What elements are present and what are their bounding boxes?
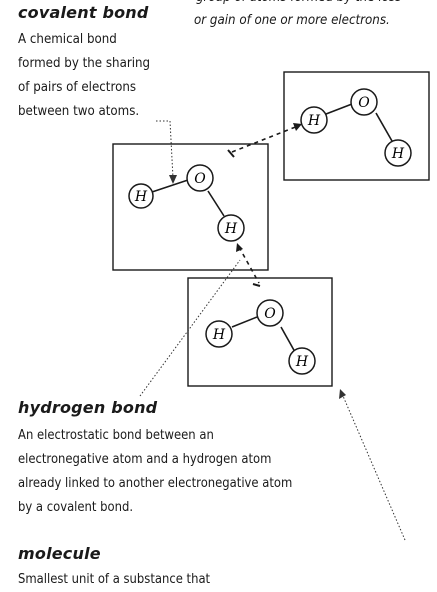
covalent-bond-definition-line-1: A chemical bond <box>18 32 117 47</box>
molecule-box-left <box>112 143 269 271</box>
covalent-bond-definition-line-4: between two atoms. <box>18 104 140 119</box>
hydrogen-atom <box>128 183 154 209</box>
arrowhead <box>339 389 346 399</box>
covalent-bond-line <box>151 179 189 193</box>
hydrogen-bond-definition-line-4: by a covalent bond. <box>18 500 134 515</box>
hydrogen-atom <box>205 320 233 348</box>
water-molecules-diagram: H O H H O H H O H <box>112 71 430 541</box>
hydrogen-atom <box>288 347 316 375</box>
hydrogen-bond-leader-line <box>139 259 241 397</box>
oxygen-atom <box>350 88 378 116</box>
hydrogen-atom-label: H <box>224 221 238 237</box>
hydrogen-atom <box>300 106 328 134</box>
hydrogen-atom-label: H <box>391 146 405 162</box>
covalent-bond-definition-line-3: of pairs of electrons <box>18 80 137 95</box>
hydrogen-bond-dashed-line <box>227 123 302 158</box>
covalent-bond-line <box>325 103 353 115</box>
covalent-bond-term: covalent bond <box>18 3 149 22</box>
oxygen-atom-label: O <box>194 171 206 187</box>
oxygen-atom-label: O <box>264 306 276 322</box>
ion-definition-line-1: group of atoms formed by the loss <box>196 0 401 10</box>
oxygen-atom <box>186 164 214 192</box>
molecule-box-right <box>283 71 430 181</box>
hydrogen-atom <box>217 214 245 242</box>
hydrogen-bond-definition-line-2: electronegative atom and a hydrogen atom <box>18 452 272 467</box>
hydrogen-atom-label: H <box>134 189 148 205</box>
covalent-bond-line <box>231 316 258 328</box>
hydrogen-bond-definition-line-1: An electrostatic bond between an <box>18 428 214 443</box>
oxygen-atom-label: O <box>358 95 370 111</box>
hydrogen-bond-term: hydrogen bond <box>18 398 158 417</box>
molecule-term: molecule <box>18 544 101 563</box>
hydrogen-bond-dashed-line <box>236 243 261 287</box>
covalent-bond-definition-line-2: formed by the sharing <box>18 56 151 71</box>
ion-definition-line-2: or gain of one or more electrons. <box>194 13 390 28</box>
oxygen-atom <box>256 299 284 327</box>
molecule-box-bottom <box>187 277 333 387</box>
hydrogen-atom-label: H <box>307 113 321 129</box>
covalent-bond-line <box>375 112 393 142</box>
covalent-bond-leader-line <box>156 120 174 179</box>
covalent-bond-line <box>207 190 225 217</box>
hydrogen-atom-label: H <box>212 327 226 343</box>
covalent-bond-line <box>280 326 296 353</box>
arrowhead <box>169 175 177 184</box>
hydrogen-atom <box>384 139 412 167</box>
molecule-leader-line <box>342 395 406 541</box>
hydrogen-atom-label: H <box>295 354 309 370</box>
hydrogen-bond-definition-line-3: already linked to another electronegativ… <box>18 476 293 491</box>
